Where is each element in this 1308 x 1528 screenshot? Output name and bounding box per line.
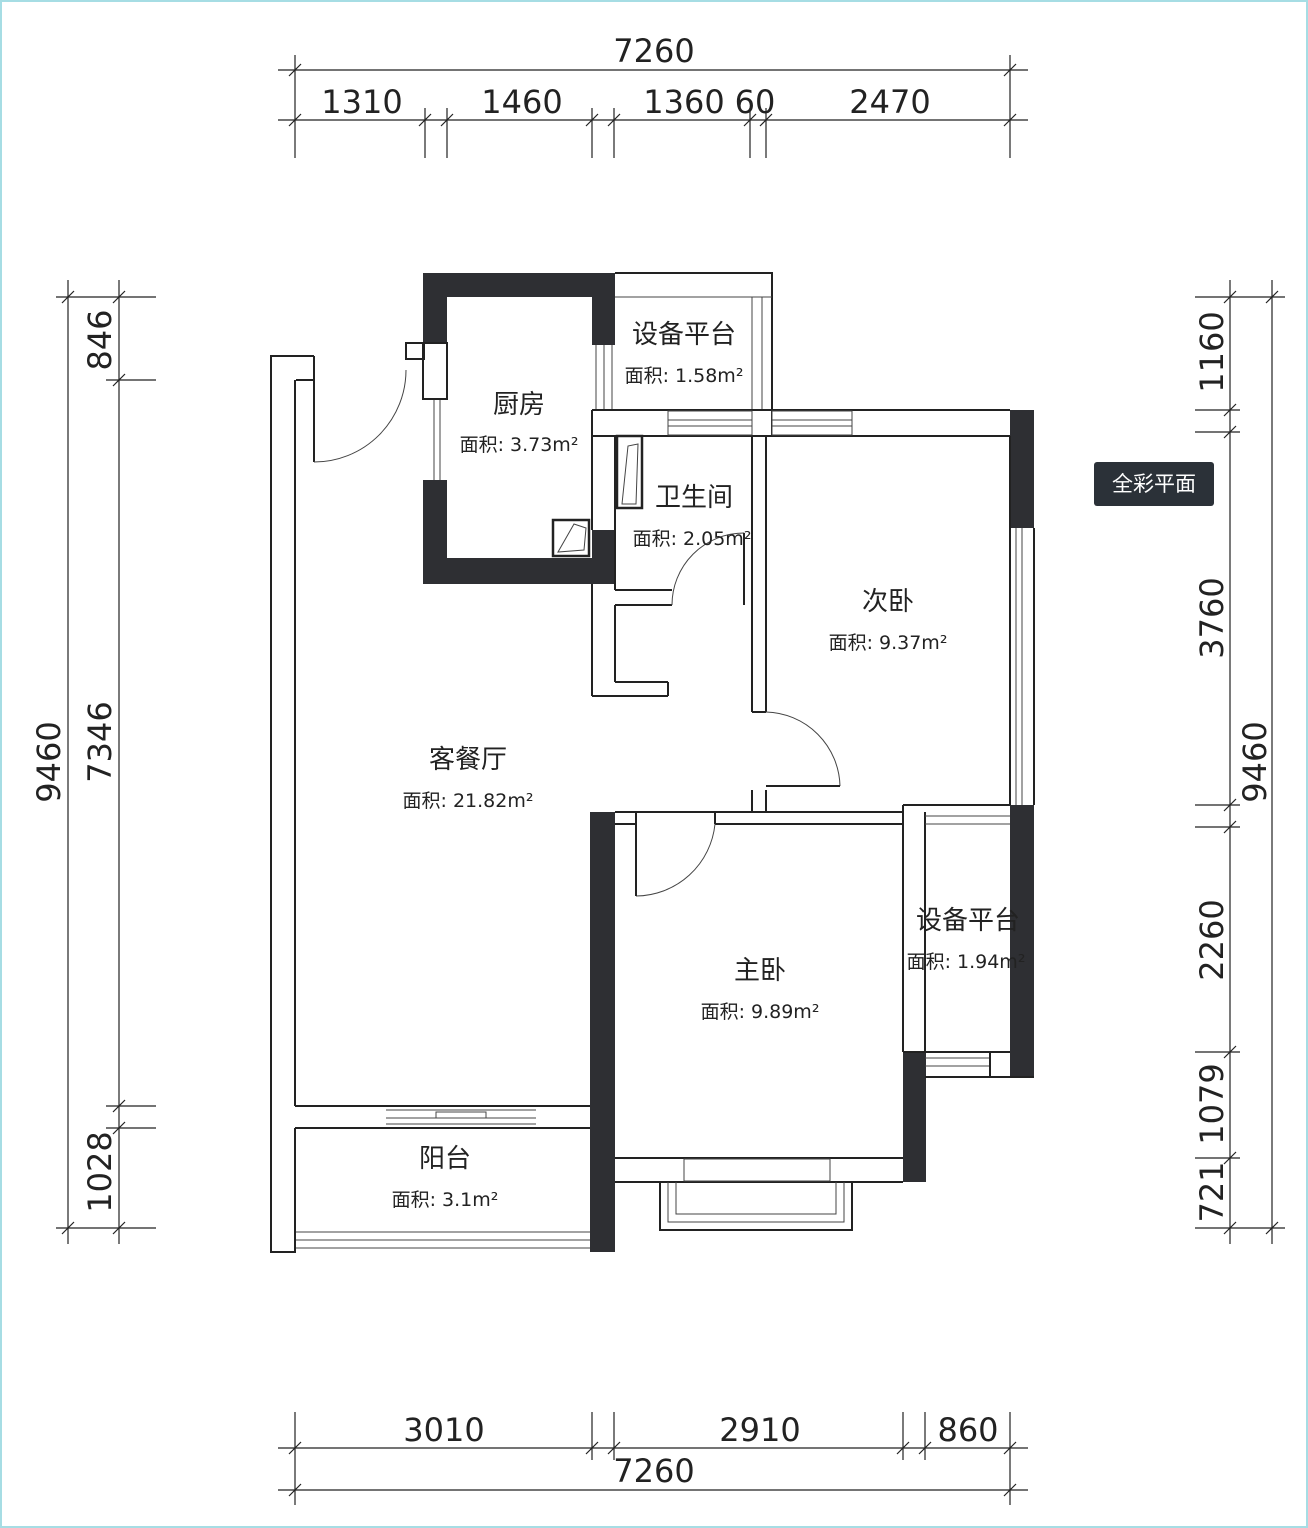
room-area: 面积: 9.37m² xyxy=(829,632,948,654)
full-color-plan-button[interactable]: 全彩平面 xyxy=(1094,462,1214,506)
room-name: 次卧 xyxy=(862,587,914,617)
room-label-second-bedroom: 次卧 面积: 9.37m² xyxy=(829,587,948,654)
bottom-total-dim: 7260 xyxy=(613,1452,694,1490)
top-dimensions: 7260 1310 1460 1360 60 2470 xyxy=(278,32,1028,158)
bottom-dim-2: 2910 xyxy=(719,1411,800,1449)
left-outer-dim: 9460 xyxy=(30,721,68,802)
room-name: 厨房 xyxy=(493,390,545,420)
right-dim-3: 2260 xyxy=(1193,899,1231,980)
room-name: 阳台 xyxy=(419,1144,471,1174)
right-dim-1: 1160 xyxy=(1193,311,1231,392)
top-dim-2: 1460 xyxy=(481,83,562,121)
room-area: 面积: 2.05m² xyxy=(633,528,752,550)
right-dimensions: 1160 3760 2260 1079 721 9460 xyxy=(1193,280,1285,1244)
partitions xyxy=(270,272,1035,1253)
bottom-dim-3: 860 xyxy=(937,1411,998,1449)
room-label-bathroom: 卫生间 面积: 2.05m² xyxy=(633,483,752,550)
walls xyxy=(423,273,1034,1252)
top-dim-1: 1310 xyxy=(321,83,402,121)
room-area: 面积: 1.58m² xyxy=(625,365,744,387)
room-area: 面积: 21.82m² xyxy=(403,790,534,812)
left-dim-2: 7346 xyxy=(81,701,119,782)
room-name: 客餐厅 xyxy=(429,745,507,775)
top-total-dim: 7260 xyxy=(613,32,694,70)
room-name: 设备平台 xyxy=(632,320,736,350)
left-dim-3: 1028 xyxy=(81,1131,119,1212)
right-dim-5: 721 xyxy=(1193,1161,1231,1222)
room-label-balcony: 阳台 面积: 3.1m² xyxy=(392,1144,499,1211)
room-name: 卫生间 xyxy=(655,483,733,513)
room-label-equipment-platform-top: 设备平台 面积: 1.58m² xyxy=(625,320,744,387)
room-name: 设备平台 xyxy=(916,906,1020,936)
bottom-dimensions: 3010 2910 860 7260 xyxy=(278,1411,1028,1505)
bottom-dim-1: 3010 xyxy=(403,1411,484,1449)
room-label-kitchen: 厨房 面积: 3.73m² xyxy=(460,390,579,456)
room-area: 面积: 3.1m² xyxy=(392,1189,499,1211)
top-dim-4: 60 xyxy=(735,83,776,121)
room-label-equipment-platform-right: 设备平台 面积: 1.94m² xyxy=(907,906,1026,973)
room-label-master-bedroom: 主卧 面积: 9.89m² xyxy=(701,956,820,1023)
room-area: 面积: 1.94m² xyxy=(907,951,1026,973)
top-dim-3: 1360 xyxy=(643,83,724,121)
right-dim-4: 1079 xyxy=(1193,1063,1231,1144)
room-area: 面积: 3.73m² xyxy=(460,434,579,456)
top-dim-5: 2470 xyxy=(849,83,930,121)
room-name: 主卧 xyxy=(734,956,786,986)
room-label-living-dining: 客餐厅 面积: 21.82m² xyxy=(403,745,534,812)
right-total-dim: 9460 xyxy=(1236,721,1274,802)
right-dim-2: 3760 xyxy=(1193,577,1231,658)
left-dim-1: 846 xyxy=(81,309,119,370)
room-area: 面积: 9.89m² xyxy=(701,1001,820,1023)
left-dimensions: 9460 846 7346 1028 xyxy=(30,280,156,1244)
